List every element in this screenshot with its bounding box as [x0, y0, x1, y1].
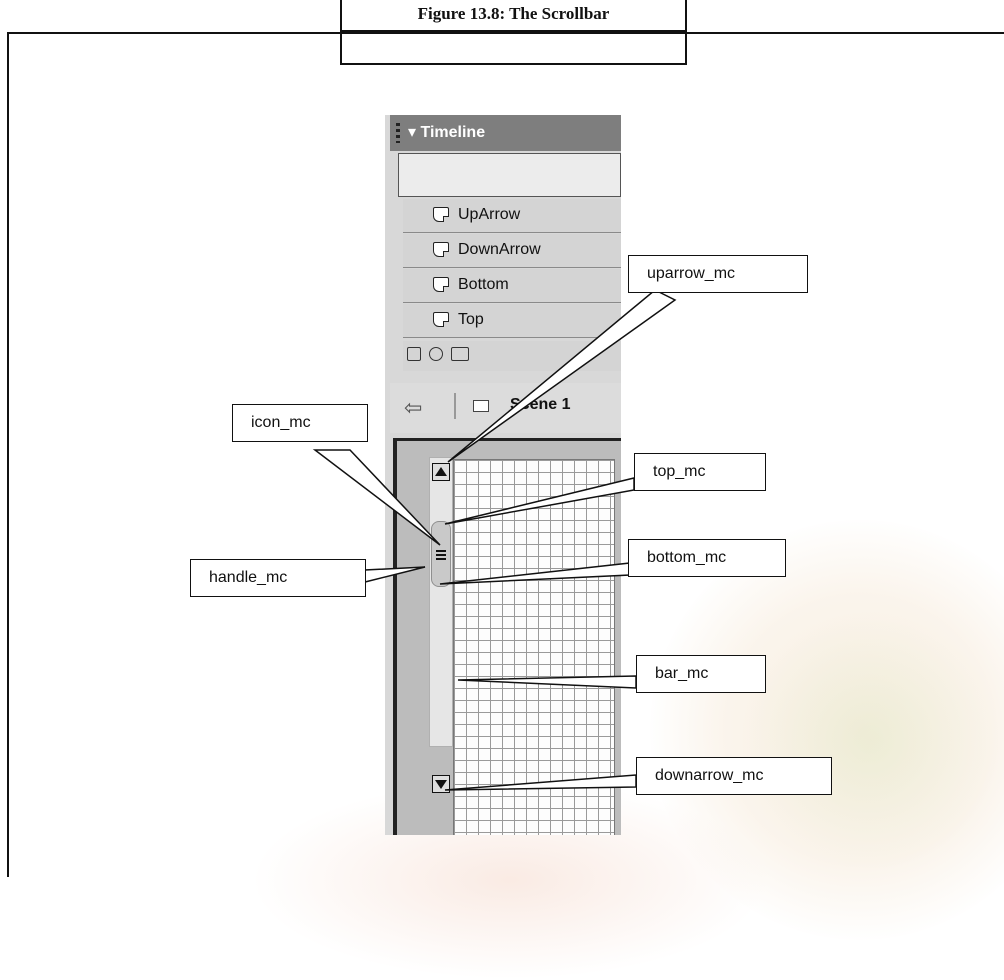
flash-timeline-panel: ▾ Timeline UpArrow DownArrow Bottom Top …: [385, 115, 621, 835]
layer-name: UpArrow: [458, 206, 521, 223]
timeline-empty-row: [398, 153, 621, 197]
callout-bar-mc: bar_mc: [636, 655, 766, 693]
grip-icon[interactable]: [396, 123, 400, 143]
callout-pointer-top: [444, 477, 635, 525]
watermark-blob: [740, 610, 1000, 870]
callout-label: top_mc: [653, 463, 706, 480]
grip-lines-icon: [436, 550, 446, 560]
scrollbar-track[interactable]: [429, 457, 453, 747]
figure-frame-top-right: [686, 32, 1004, 34]
callout-pointer-bottom: [439, 562, 631, 585]
callout-downarrow-mc: downarrow_mc: [636, 757, 832, 795]
scrollbar-handle[interactable]: [431, 521, 451, 587]
up-arrow-icon: [435, 467, 447, 476]
callout-lines: [312, 289, 677, 791]
callout-pointer-bar: [457, 675, 637, 689]
callout-handle-mc: handle_mc: [190, 559, 366, 597]
layer-icon: [433, 207, 449, 222]
callout-uparrow-mc: uparrow_mc: [628, 255, 808, 293]
layer-row-downarrow[interactable]: DownArrow: [403, 234, 621, 268]
layer-name: Top: [458, 311, 484, 328]
down-arrow-icon: [435, 780, 447, 789]
add-folder-icon[interactable]: [451, 347, 469, 361]
layer-icon: [433, 312, 449, 327]
callout-pointer-uparrow: [447, 289, 677, 463]
timeline-header[interactable]: ▾ Timeline: [390, 115, 621, 151]
add-layer-icon[interactable]: [407, 347, 421, 361]
add-guide-icon[interactable]: [429, 347, 443, 361]
layer-name: Bottom: [458, 276, 509, 293]
back-arrow-icon[interactable]: ⇦: [404, 395, 423, 420]
layer-name: DownArrow: [458, 241, 541, 258]
timeline-title[interactable]: ▾ Timeline: [408, 124, 486, 141]
layer-row-bottom[interactable]: Bottom: [403, 269, 621, 303]
scroll-down-button[interactable]: [432, 775, 450, 793]
clapperboard-icon: [473, 400, 489, 412]
stage-grid: [453, 459, 615, 835]
callout-label: bottom_mc: [647, 549, 727, 566]
callout-pointer-downarrow: [444, 774, 637, 791]
callout-label: uparrow_mc: [647, 265, 736, 282]
callout-label: icon_mc: [251, 414, 311, 431]
scene-separator: [454, 393, 456, 419]
callout-label: handle_mc: [209, 569, 288, 586]
callout-pointer-handle: [364, 566, 426, 583]
watermark-blob: [650, 520, 1004, 940]
callout-bottom-mc: bottom_mc: [628, 539, 786, 577]
timeline-title-text: Timeline: [420, 124, 486, 141]
layer-row-top[interactable]: Top: [403, 304, 621, 338]
scroll-up-button[interactable]: [432, 463, 450, 481]
figure-caption-box: Figure 13.8: The Scrollbar: [340, 0, 687, 32]
stage-area[interactable]: [393, 438, 621, 835]
figure-frame-left: [7, 32, 9, 877]
figure-caption-subbox: [340, 32, 687, 65]
layer-icon: [433, 277, 449, 292]
callout-icon-mc: icon_mc: [232, 404, 368, 442]
callout-pointer-icon: [312, 449, 441, 546]
callout-label: downarrow_mc: [655, 767, 764, 784]
layer-row-uparrow[interactable]: UpArrow: [403, 199, 621, 233]
layer-icon: [433, 242, 449, 257]
callout-label: bar_mc: [655, 665, 709, 682]
figure-caption: Figure 13.8: The Scrollbar: [417, 4, 610, 23]
callout-top-mc: top_mc: [634, 453, 766, 491]
figure-frame-top-left: [7, 32, 342, 34]
